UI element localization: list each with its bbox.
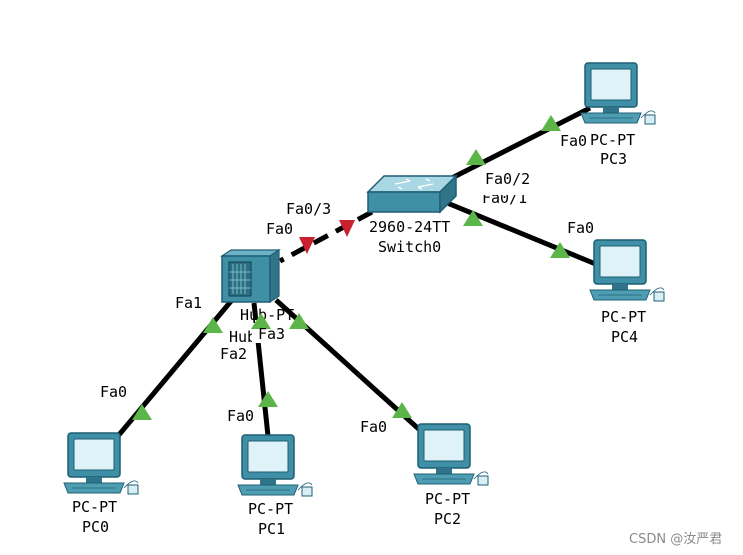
switch-model-label: 2960-24TT: [369, 218, 450, 236]
pc-icon: [63, 432, 139, 495]
switch-icon: [366, 174, 458, 214]
pc2-device[interactable]: PC-PT PC2: [413, 423, 489, 528]
pc4-device[interactable]: PC-PT PC4: [589, 239, 665, 346]
hub-icon: [220, 248, 281, 304]
port-label-pc2-fa0: Fa0: [360, 418, 387, 436]
switch-device[interactable]: 2960-24TT Switch0: [366, 174, 458, 256]
pc-icon: [580, 62, 656, 125]
port-up-indicator: [203, 317, 223, 333]
port-up-indicator: [466, 149, 486, 165]
pc-icon: [589, 239, 665, 302]
link-switch-pc4[interactable]: [439, 197, 599, 268]
port-label-hub-fa3: Fa3: [258, 325, 285, 343]
pc2-model-label: PC-PT: [425, 490, 470, 508]
pc3-model-label: PC-PT: [590, 131, 635, 149]
pc1-model-label: PC-PT: [248, 500, 293, 518]
port-label-pc4-fa0: Fa0: [567, 219, 594, 237]
port-label-hub-fa2: Fa2: [220, 345, 247, 363]
csdn-watermark: CSDN @汝严君: [629, 532, 722, 547]
port-label-pc1-fa0: Fa0: [227, 407, 254, 425]
port-up-indicator: [258, 391, 278, 407]
link-switch-hub[interactable]: [278, 209, 374, 264]
pc3-name-label: PC3: [600, 150, 627, 168]
switch-name-label: Switch0: [378, 238, 441, 256]
pc2-name-label: PC2: [434, 510, 461, 528]
pc4-name-label: PC4: [611, 328, 638, 346]
pc4-model-label: PC-PT: [601, 308, 646, 326]
pc-icon: [413, 423, 489, 486]
port-label-sw-fa0-3: Fa0/3: [286, 200, 331, 218]
pc3-device[interactable]: PC-PT PC3: [580, 62, 656, 168]
links: [116, 105, 599, 438]
hub-model-label: Hub-PT: [240, 306, 294, 324]
hub-device[interactable]: Hub-PT: [220, 248, 294, 324]
link-switch-pc3[interactable]: [438, 105, 592, 187]
port-indicators: [132, 115, 570, 420]
pc-icon: [237, 434, 313, 497]
pc1-name-label: PC1: [258, 520, 285, 538]
port-label-sw-fa0-2: Fa0/2: [485, 170, 530, 188]
port-label-pc0-fa0: Fa0: [100, 383, 127, 401]
port-label-hub-fa1: Fa1: [175, 294, 202, 312]
pc0-device[interactable]: PC-PT PC0: [63, 432, 139, 536]
port-label-hub-fa0: Fa0: [266, 220, 293, 238]
port-label-pc3-fa0: Fa0: [560, 132, 587, 150]
pc1-device[interactable]: PC-PT PC1: [237, 434, 313, 538]
pc0-name-label: PC0: [82, 518, 109, 536]
pc0-model-label: PC-PT: [72, 498, 117, 516]
